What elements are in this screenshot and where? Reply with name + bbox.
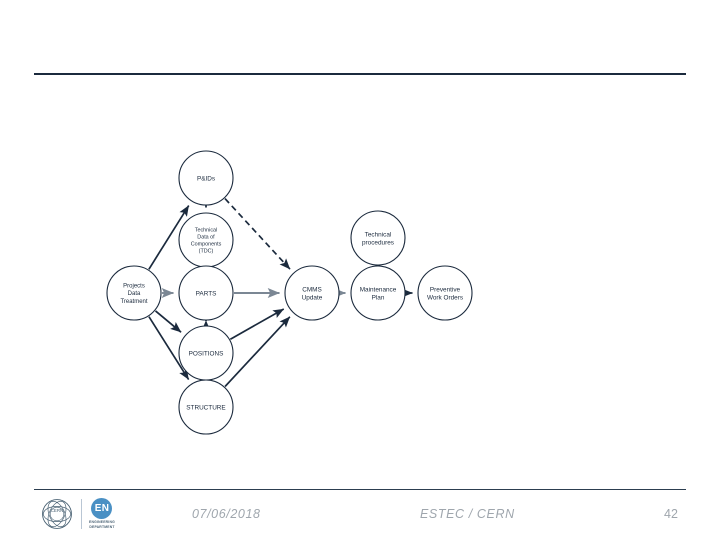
edge-layer — [148, 196, 413, 388]
node-label-cmms-line1: CMMS — [302, 286, 322, 293]
node-label-pids-line1: P&IDs — [197, 175, 215, 182]
header-divider — [34, 73, 686, 75]
cern-logo-icon: CERN — [42, 499, 72, 529]
node-label-projects-line2: Data — [128, 291, 141, 297]
edge-projects-to-structure — [148, 316, 190, 380]
cern-logo-text: CERN — [51, 508, 64, 513]
node-parts[interactable]: PARTS — [178, 265, 234, 321]
node-label-techproc-line1: Technical — [365, 231, 392, 238]
footer-logos: CERN EN ENGINEERING DEPARTMENT — [40, 497, 115, 531]
node-circle-techproc — [350, 210, 406, 266]
node-positions[interactable]: POSITIONS — [178, 325, 234, 381]
footer-divider — [34, 489, 686, 490]
edge-pids-to-cmms — [224, 198, 291, 270]
node-label-tdc-line4: (TDC) — [199, 248, 214, 254]
node-pids[interactable]: P&IDs — [178, 150, 234, 206]
node-structure[interactable]: STRUCTURE — [178, 379, 234, 435]
node-circle-workorders — [417, 265, 473, 321]
node-circle-parts — [178, 265, 234, 321]
node-label-maintplan-line1: Maintenance — [360, 286, 397, 293]
node-label-tdc-line2: Data of — [197, 234, 215, 240]
edge-positions-to-cmms — [229, 308, 285, 340]
node-label-projects-line1: Projects — [123, 284, 145, 290]
node-label-tdc-line1: Technical — [195, 227, 217, 233]
en-department-logo: EN ENGINEERING DEPARTMENT — [89, 498, 115, 529]
node-circle-cmms — [284, 265, 340, 321]
node-circle-projects — [106, 265, 162, 321]
node-label-maintplan-line2: Plan — [372, 294, 385, 301]
edge-projects-to-positions — [154, 310, 182, 333]
node-label-structure-line1: STRUCTURE — [186, 404, 225, 411]
edge-projects-to-pids — [148, 205, 190, 270]
node-label-cmms-line2: Update — [302, 294, 323, 301]
node-label-workorders-line2: Work Orders — [427, 294, 463, 301]
node-label-techproc-line2: procedures — [362, 239, 394, 246]
footer-page-number: 42 — [664, 507, 678, 521]
node-label-projects-line3: Treatment — [120, 299, 147, 305]
node-circle-maintplan — [350, 265, 406, 321]
node-label-positions-line1: POSITIONS — [189, 350, 224, 357]
node-circle-structure — [178, 379, 234, 435]
footer-center-text: ESTEC / CERN — [420, 507, 515, 521]
en-logo-circle: EN — [91, 498, 113, 520]
node-circle-pids — [178, 150, 234, 206]
en-logo-caption: ENGINEERING DEPARTMENT — [89, 520, 115, 529]
en-caption-line2: DEPARTMENT — [89, 525, 115, 529]
slide-footer: CERN EN ENGINEERING DEPARTMENT 07/06/201… — [0, 489, 720, 540]
edge-structure-to-cmms — [224, 316, 291, 388]
en-caption-line1: ENGINEERING — [89, 520, 115, 525]
node-label-tdc-line3: Components — [191, 241, 222, 247]
logo-separator — [81, 499, 82, 529]
node-label-workorders-line1: Preventive — [430, 286, 461, 293]
node-label-parts-line1: PARTS — [196, 290, 217, 297]
footer-date: 07/06/2018 — [192, 507, 261, 521]
